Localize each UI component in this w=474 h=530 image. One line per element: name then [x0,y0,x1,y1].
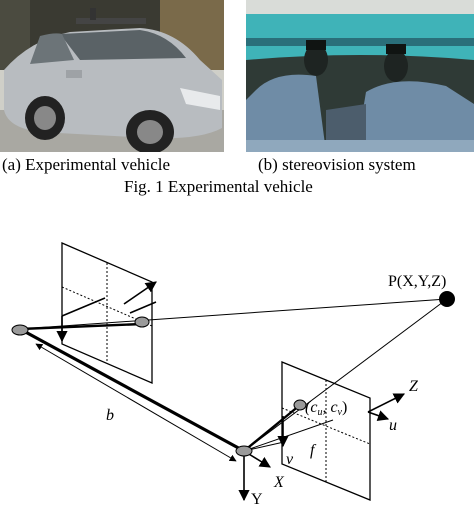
caption-stereovision-system: (b) stereovision system [258,155,416,174]
figure-title: Fig. 1 Experimental vehicle [124,177,313,196]
caption-experimental-vehicle: (a) Experimental vehicle [2,155,171,174]
right-camera-center [235,445,253,457]
label-axis-v: v [286,451,294,468]
label-principal-point: (cu, cv) [305,399,347,418]
right-ray [243,298,448,452]
label-focal: f [310,442,317,459]
label-axis-y: Y [251,491,263,508]
left-image-point [134,316,150,328]
left-image-plane [61,242,153,384]
label-axis-x: X [273,474,285,491]
left-camera-center [11,324,29,336]
label-axis-u: u [389,417,397,434]
right-image-point [293,399,307,411]
photo-experimental-vehicle [0,0,224,152]
label-point: P(X,Y,Z) [388,273,446,290]
right-image-plane [281,361,371,501]
left-ray [19,298,448,330]
stereo-geometry-diagram: P(X,Y,Z) b f (cu, cv) X Y Z u v [11,242,455,508]
baseline [19,327,245,453]
label-axis-z: Z [409,378,419,395]
photo-stereovision-system [246,0,474,152]
world-point [439,291,455,307]
label-baseline: b [106,407,114,424]
baseline-dimension [35,343,237,462]
